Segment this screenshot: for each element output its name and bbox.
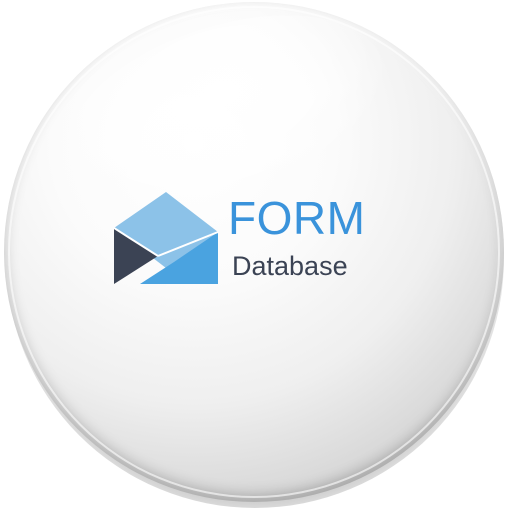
logo-subtitle: Database [232, 251, 348, 281]
form-database-logo: FORM Database [114, 192, 394, 292]
logo-title: FORM [228, 192, 366, 244]
envelope-icon [114, 192, 219, 284]
